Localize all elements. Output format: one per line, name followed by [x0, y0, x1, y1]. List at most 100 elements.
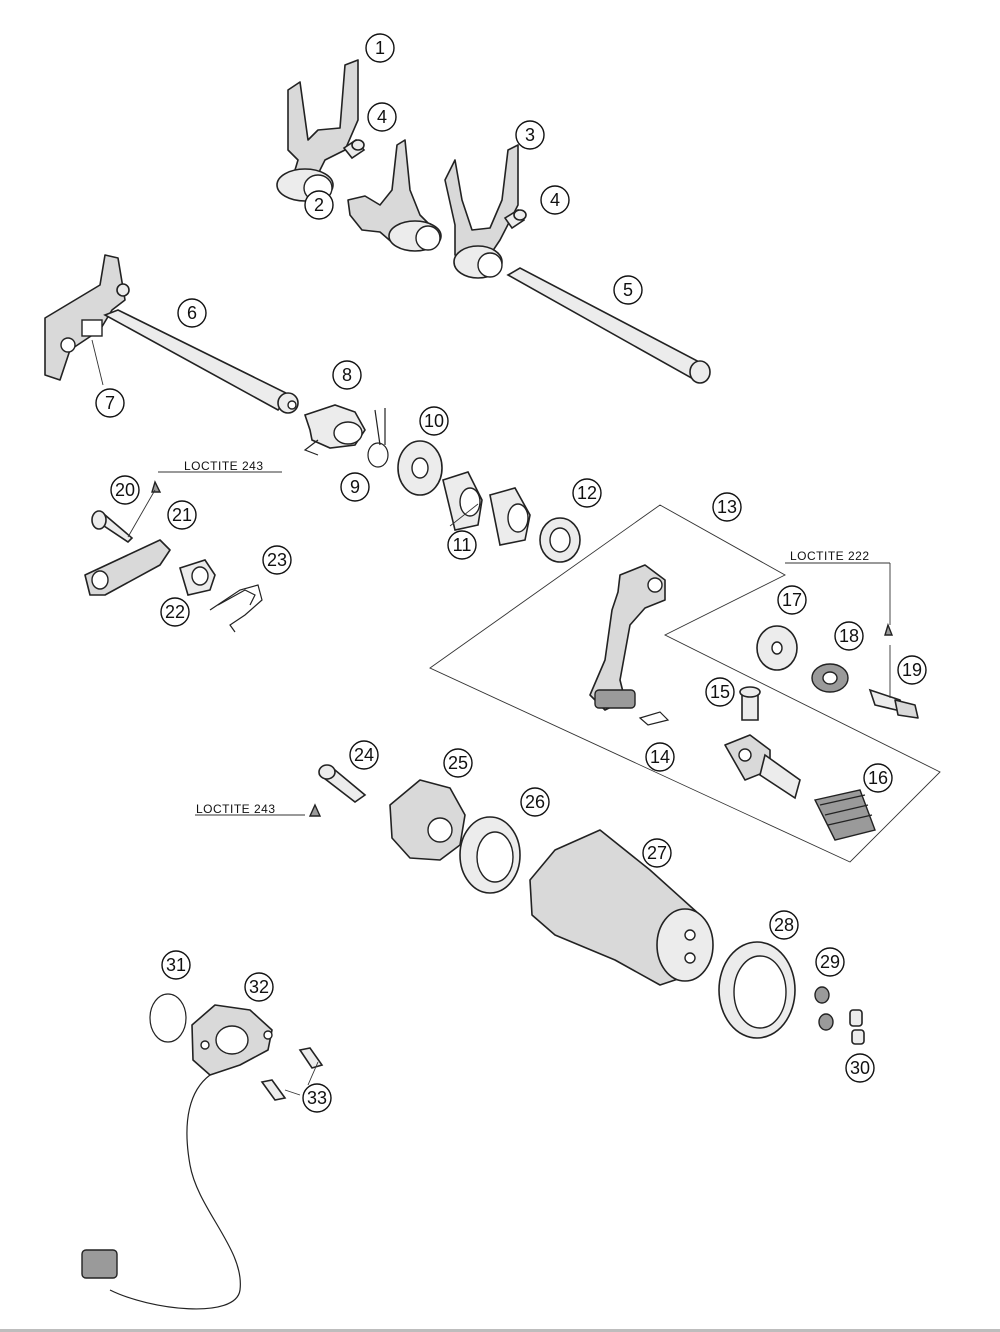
callout-4-left: 4 — [367, 102, 397, 132]
svg-text:25: 25 — [448, 753, 468, 773]
seal-ring — [539, 517, 581, 563]
shift-rail — [506, 267, 711, 384]
svg-text:18: 18 — [839, 626, 859, 646]
callout-18: 18 — [834, 621, 864, 651]
svg-text:9: 9 — [350, 477, 360, 497]
detent-lever — [84, 539, 171, 596]
guide-bolt-eye — [724, 734, 801, 800]
note-loctite-222: LOCTITE 222 — [790, 549, 869, 563]
svg-text:2: 2 — [314, 195, 324, 215]
callout-25: 25 — [443, 748, 473, 778]
svg-text:LOCTITE 243: LOCTITE 243 — [184, 459, 264, 473]
svg-text:15: 15 — [710, 682, 730, 702]
callout-1: 1 — [365, 33, 395, 63]
fork-pin-right — [503, 208, 527, 230]
svg-text:5: 5 — [623, 280, 633, 300]
screw-20 — [91, 510, 134, 544]
svg-text:3: 3 — [525, 125, 535, 145]
shift-shaft — [44, 254, 299, 414]
fork-pin-left — [342, 138, 366, 160]
lever-pin — [739, 686, 761, 721]
callout-5: 5 — [613, 275, 643, 305]
callout-15: 15 — [705, 677, 735, 707]
lock-washer — [811, 663, 849, 693]
svg-text:22: 22 — [165, 602, 185, 622]
svg-text:30: 30 — [850, 1058, 870, 1078]
callout-3: 3 — [515, 120, 545, 150]
callout-21: 21 — [167, 500, 197, 530]
svg-text:19: 19 — [902, 660, 922, 680]
shift-fork-1 — [276, 59, 359, 202]
callout-33: 33 — [302, 1083, 332, 1113]
circlip — [367, 408, 389, 468]
callout-23: 23 — [262, 545, 292, 575]
bolt-19 — [868, 688, 919, 719]
svg-text:1: 1 — [375, 38, 385, 58]
callout-12: 12 — [572, 478, 602, 508]
svg-text:10: 10 — [424, 411, 444, 431]
callout-4-right: 4 — [540, 185, 570, 215]
svg-text:26: 26 — [525, 792, 545, 812]
callout-10: 10 — [419, 406, 449, 436]
o-ring — [149, 993, 187, 1043]
svg-text:24: 24 — [354, 745, 374, 765]
loctite-drop-243-a — [151, 480, 162, 493]
compression-spring — [813, 789, 876, 841]
svg-text:13: 13 — [717, 497, 737, 517]
flat-washer — [756, 625, 798, 671]
washer — [397, 440, 443, 496]
callout-9: 9 — [340, 472, 370, 502]
dowel-a — [849, 1009, 863, 1027]
callout-27: 27 — [642, 838, 672, 868]
callout-6: 6 — [177, 298, 207, 328]
svg-text:28: 28 — [774, 915, 794, 935]
shaft-guide — [303, 404, 366, 456]
svg-text:6: 6 — [187, 303, 197, 323]
svg-text:12: 12 — [577, 483, 597, 503]
callout-13: 13 — [712, 492, 742, 522]
callout-19: 19 — [897, 655, 927, 685]
svg-text:8: 8 — [342, 365, 352, 385]
svg-text:17: 17 — [782, 590, 802, 610]
svg-text:7: 7 — [105, 393, 115, 413]
svg-text:16: 16 — [868, 768, 888, 788]
loctite-drop-243-b — [308, 803, 322, 817]
shift-drum — [529, 829, 714, 986]
sensor-screw-b — [260, 1079, 287, 1101]
callout-24: 24 — [349, 740, 379, 770]
svg-text:29: 29 — [820, 952, 840, 972]
set-screw-b — [818, 1013, 834, 1031]
torsion-spring — [209, 584, 263, 633]
svg-text:4: 4 — [550, 190, 560, 210]
leader-lines — [91, 339, 891, 1096]
callout-16: 16 — [863, 763, 893, 793]
loctite-drop-222 — [884, 622, 894, 636]
bottom-rule — [0, 1329, 1000, 1332]
callout-32: 32 — [244, 972, 274, 1002]
shift-drum-locator — [389, 779, 466, 861]
callout-8: 8 — [332, 360, 362, 390]
callout-14: 14 — [645, 742, 675, 772]
sensor-screw-a — [298, 1047, 324, 1069]
svg-text:23: 23 — [267, 550, 287, 570]
needle-bearing-b — [489, 487, 531, 546]
callout-17: 17 — [777, 585, 807, 615]
svg-text:27: 27 — [647, 843, 667, 863]
callout-28: 28 — [769, 910, 799, 940]
needle-bearing-a — [442, 471, 483, 531]
callout-26: 26 — [520, 787, 550, 817]
set-screw-a — [814, 986, 830, 1004]
svg-text:32: 32 — [249, 977, 269, 997]
shift-lever — [589, 564, 666, 711]
callout-29: 29 — [815, 947, 845, 977]
svg-text:11: 11 — [453, 535, 472, 555]
callout-7: 7 — [95, 388, 125, 418]
note-loctite-243-upper: LOCTITE 243 — [184, 459, 264, 473]
assembly-group-outline — [429, 504, 941, 863]
shift-fork-3 — [444, 144, 519, 279]
svg-text:31: 31 — [166, 955, 186, 975]
svg-text:33: 33 — [307, 1088, 327, 1108]
callout-30: 30 — [845, 1053, 875, 1083]
drum-bearing-right — [718, 941, 796, 1039]
